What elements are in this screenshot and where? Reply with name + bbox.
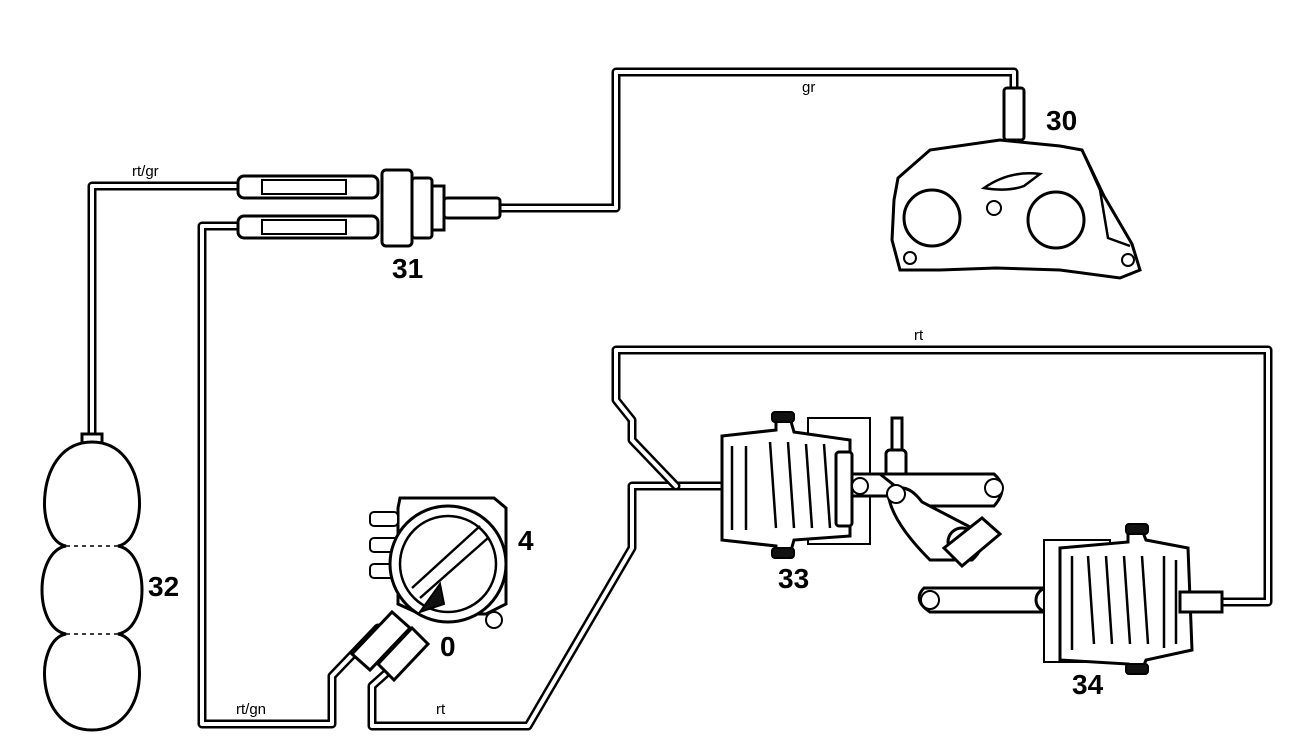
label-34: 34 [1072, 669, 1104, 700]
line-label-rt-gn: rt/gn [236, 701, 266, 718]
label-32: 32 [148, 571, 179, 602]
vacuum-element-left [720, 411, 902, 559]
vacuum-reservoir [40, 432, 144, 732]
vacuum-distributor [236, 168, 502, 248]
rotary-vacuum-switch [349, 496, 508, 683]
label-31: 31 [392, 253, 423, 284]
line-label-rt-bottom: rt [436, 701, 446, 718]
linkage [875, 416, 1062, 614]
hose-rt-gr [87, 181, 245, 445]
hose-rt-gn [197, 221, 383, 729]
vacuum-element-right [1043, 523, 1224, 675]
line-label-rt-gr: rt/gr [132, 163, 159, 180]
intake-manifold-flange [890, 86, 1142, 280]
label-30: 30 [1046, 105, 1077, 136]
hose-rt-top [611, 345, 1273, 607]
line-label-rt-top: rt [914, 327, 924, 344]
label-0: 0 [440, 631, 456, 662]
line-label-gr: gr [802, 79, 815, 96]
label-4: 4 [518, 525, 534, 556]
label-33: 33 [778, 563, 809, 594]
hose-gr [491, 67, 1019, 213]
